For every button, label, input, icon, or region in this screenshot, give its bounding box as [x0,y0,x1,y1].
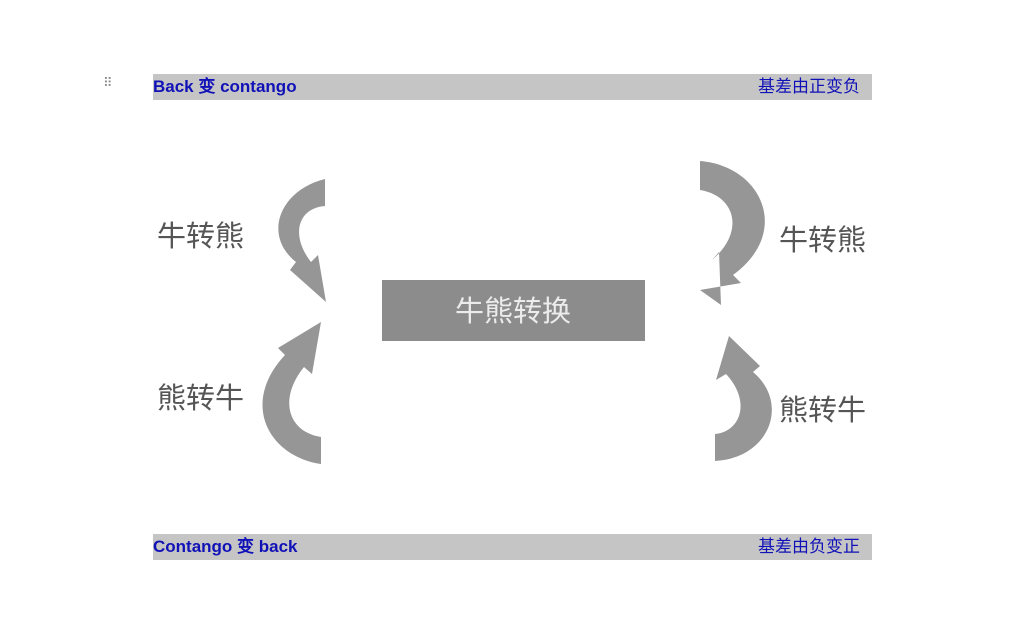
left-bottom-curved-arrow-icon [262,322,321,464]
right-bottom-label: 熊转牛 [779,393,866,427]
right-top-label: 牛转熊 [779,223,866,257]
center-label: 牛熊转换 [455,294,571,328]
right-bottom-curved-arrow-icon [715,336,772,461]
center-box [382,280,645,341]
top-bar-left-label: Back 变 contango [153,77,297,96]
bottom-bar-left-label: Contango 变 back [153,537,298,556]
bottom-caption-bar: Contango 变 back 基差由负变正 [153,534,872,560]
bottom-bar-right-label: 基差由负变正 [758,537,860,557]
top-bar-right-label: 基差由正变负 [758,77,860,97]
left-top-curved-arrow-icon [278,179,326,302]
left-bottom-label: 熊转牛 [157,381,244,415]
right-top-curved-arrow-icon [700,161,765,305]
left-top-label: 牛转熊 [157,219,244,253]
top-caption-bar: Back 变 contango 基差由正变负 [153,74,872,100]
drag-handle-icon[interactable]: ⠿ [103,76,112,91]
